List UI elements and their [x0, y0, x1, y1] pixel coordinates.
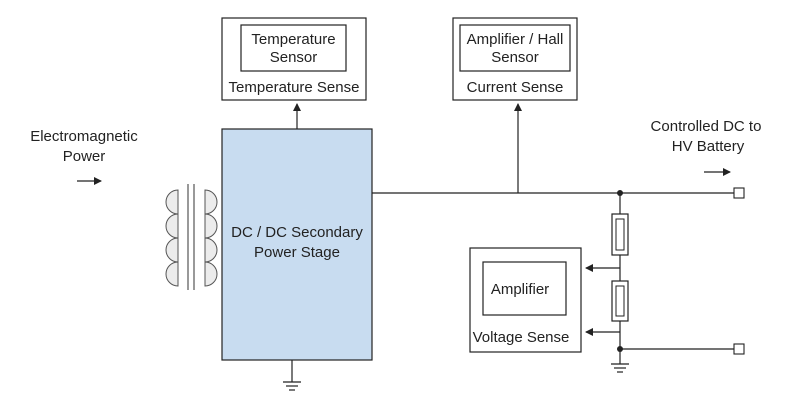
input-label-line2: Power	[63, 148, 106, 165]
voltage-sense-caption: Voltage Sense	[473, 329, 570, 346]
power-stage-label-line1: DC / DC Secondary	[231, 224, 363, 241]
amplifier-label: Amplifier	[491, 281, 549, 298]
current-sense-caption: Current Sense	[467, 79, 564, 96]
output-label-line1: Controlled DC to	[651, 118, 762, 135]
output-terminal-bottom	[733, 343, 745, 355]
temperature-sensor-line1: Temperature	[251, 31, 335, 48]
resistor-bottom	[611, 280, 629, 322]
current-sensor-box	[459, 24, 571, 72]
transformer-symbol	[165, 184, 218, 290]
current-sensor-line1: Amplifier / Hall	[467, 31, 564, 48]
temperature-sensor-box	[240, 24, 347, 72]
amplifier-box	[482, 261, 567, 316]
power-stage-label-line2: Power Stage	[254, 244, 340, 261]
current-sensor-line2: Sensor	[491, 49, 539, 66]
temperature-sensor-line2: Sensor	[270, 49, 318, 66]
temperature-sense-caption: Temperature Sense	[229, 79, 360, 96]
resistor-top	[611, 213, 629, 256]
power-stage-block	[221, 128, 373, 361]
input-label-line1: Electromagnetic	[30, 128, 138, 145]
ground-symbol	[283, 360, 301, 391]
output-label-line2: HV Battery	[672, 138, 745, 155]
ground-symbol-output	[611, 349, 629, 373]
output-terminal-top	[733, 187, 745, 199]
